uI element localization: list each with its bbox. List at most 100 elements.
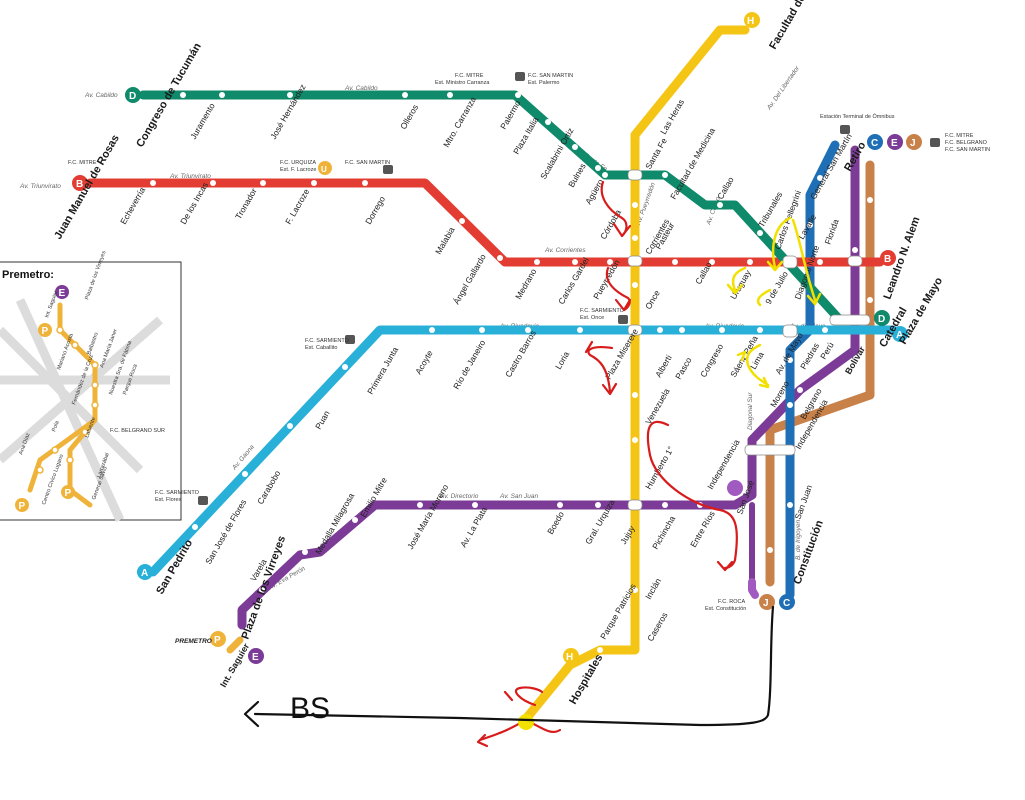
station-angel-gallardo: Ángel Gallardo — [451, 252, 488, 306]
bus-icon — [840, 125, 850, 134]
premetro-letter-inset-1: P — [42, 326, 49, 337]
urquiza-u-badge — [318, 161, 332, 175]
street-diagonal-sur: Diagonal Sur — [747, 392, 754, 430]
rail-sarmiento-once: F.C. SARMIENTO — [580, 308, 625, 314]
line-b-letter-west: B — [76, 179, 83, 190]
station-jose-maria-moreno: José María Moreno — [405, 482, 450, 551]
line-h-badge-south — [563, 648, 579, 664]
station-bulnes: Bulnes — [566, 161, 588, 189]
line-d-letter-east: D — [878, 314, 885, 325]
line-b-track — [85, 178, 885, 267]
rail-labels: F.C. MITRE Est. Ministro Carranza F.C. S… — [68, 73, 990, 645]
train-icon — [198, 496, 208, 505]
line-b-badge-east — [880, 250, 896, 266]
station-pasco: Pasco — [673, 355, 694, 381]
line-h-track — [520, 25, 750, 725]
station-cordoba: Córdoba — [598, 208, 623, 241]
rail-sarmiento-pj-sub: Est. Caballito — [305, 345, 337, 351]
line-c-badge-north — [867, 134, 883, 150]
station-9-de-julio: 9 de Julio — [763, 269, 790, 306]
station-once: Once — [643, 288, 662, 311]
station-carabobo: Carabobo — [255, 468, 282, 506]
station-la-plata: Av. La Plata — [458, 505, 489, 549]
line-e-terminal-west: Plaza de los Virreyes — [240, 534, 289, 641]
handwritten-bs-label: BS — [290, 692, 330, 725]
line-e-badge-west — [248, 648, 264, 664]
line-e-badge-inset — [55, 285, 69, 299]
rail-mitre-b: F.C. MITRE — [68, 160, 97, 166]
station-venezuela: Venezuela — [643, 386, 672, 426]
line-badges: D B A E P H H B D A C E J C J U — [72, 12, 922, 664]
rail-urquiza-b-sub: Est. F. Lacroze — [280, 167, 316, 173]
rail-retiro-sm: F.C. SAN MARTIN — [945, 147, 990, 153]
station-pichincha: Pichincha — [650, 514, 677, 551]
line-h-terminal-north: Facultad de Derecho — [767, 0, 832, 52]
street-san-juan: Av. San Juan — [499, 493, 538, 500]
line-d-badge-west — [125, 87, 141, 103]
line-a-letter-west: A — [141, 568, 148, 579]
premetro-letter-inset-3: P — [65, 488, 72, 499]
rail-mitre-palermo-sub: Est. Ministro Carranza — [435, 80, 490, 86]
train-icon — [383, 165, 393, 174]
line-d-letter-west: D — [129, 91, 136, 102]
rail-retiro-mitre: F.C. MITRE — [945, 133, 974, 139]
station-tribunales: Tribunales — [756, 190, 784, 229]
premetro-badge-inset-3 — [61, 485, 75, 499]
line-e-letter-west: E — [252, 652, 259, 663]
station-dots — [150, 77, 873, 653]
line-e-track — [237, 145, 860, 630]
station-caseros: Caseros — [645, 611, 669, 643]
rail-roca-sub: Est. Constitución — [705, 606, 746, 612]
rail-sarmiento-flores-sub: Est. Flores — [155, 497, 182, 503]
line-h-badge-north — [744, 12, 760, 28]
station-rio-de-janeiro: Río de Janeiro — [451, 338, 487, 391]
street-irigoyen: B. de Irigoyen — [795, 520, 802, 560]
premetro-track — [226, 636, 244, 654]
rail-j-badge-north — [906, 134, 922, 150]
station-santa-fe: Santa Fe — [643, 136, 669, 171]
line-d-badge-east — [874, 310, 890, 326]
station-emilio-mitre: Emilio Mitre — [358, 475, 389, 519]
black-route — [243, 605, 775, 728]
line-d-track — [138, 90, 867, 325]
station-medrano: Medrano — [513, 267, 539, 301]
hand-annotations — [243, 180, 822, 748]
station-juramento: Juramento — [188, 101, 217, 141]
line-a-badge-east — [892, 326, 908, 342]
rail-retiro-belgrano: F.C. BELGRANO — [945, 140, 988, 146]
line-e-badge-east — [887, 134, 903, 150]
street-libertador: Av. Del Libertador — [765, 64, 801, 112]
station-callao-d: Callao — [715, 175, 736, 201]
line-c-letter-north: C — [871, 138, 878, 149]
station-san-juan: San Juan — [792, 483, 814, 520]
station-alberti: Alberti — [653, 353, 674, 379]
train-icon — [345, 335, 355, 344]
rail-j-badge-south — [759, 594, 775, 610]
station-plaza-italia: Plaza Italia — [511, 115, 541, 156]
line-h-letter-north: H — [747, 16, 754, 27]
station-entre-rios: Entre Ríos — [688, 509, 717, 549]
station-congreso: Congreso — [698, 342, 725, 379]
rail-sm-palermo: F.C. SAN MARTIN — [528, 73, 573, 79]
rail-sm-palermo-sub: Est. Palermo — [528, 80, 559, 86]
premetro-title: Premetro: — [2, 269, 54, 281]
station-tronador: Tronador — [233, 186, 259, 221]
premetro-letter-inset-2: P — [19, 501, 26, 512]
svg-text:J: J — [910, 138, 916, 149]
inset-rail-belgrano-sur: F.C. BELGRANO SUR — [110, 428, 165, 434]
station-echeverria: Echeverría — [118, 185, 147, 226]
train-icon — [515, 72, 525, 81]
line-a-letter-east: A — [896, 330, 903, 341]
train-icon — [930, 138, 940, 147]
station-lacroze: F. Lacroze — [283, 187, 311, 226]
line-c-letter-south: C — [783, 598, 790, 609]
street-callao: Av. Callao — [705, 196, 722, 227]
station-humberto: Humberto 1° — [643, 445, 676, 491]
rail-icons — [198, 72, 940, 505]
station-puan: Puan — [313, 409, 332, 431]
premetro-letter: P — [214, 635, 221, 646]
station-florida: Florida — [822, 218, 840, 246]
inset-station-pola: Pola — [51, 419, 61, 432]
line-h-letter-south: H — [566, 652, 573, 663]
